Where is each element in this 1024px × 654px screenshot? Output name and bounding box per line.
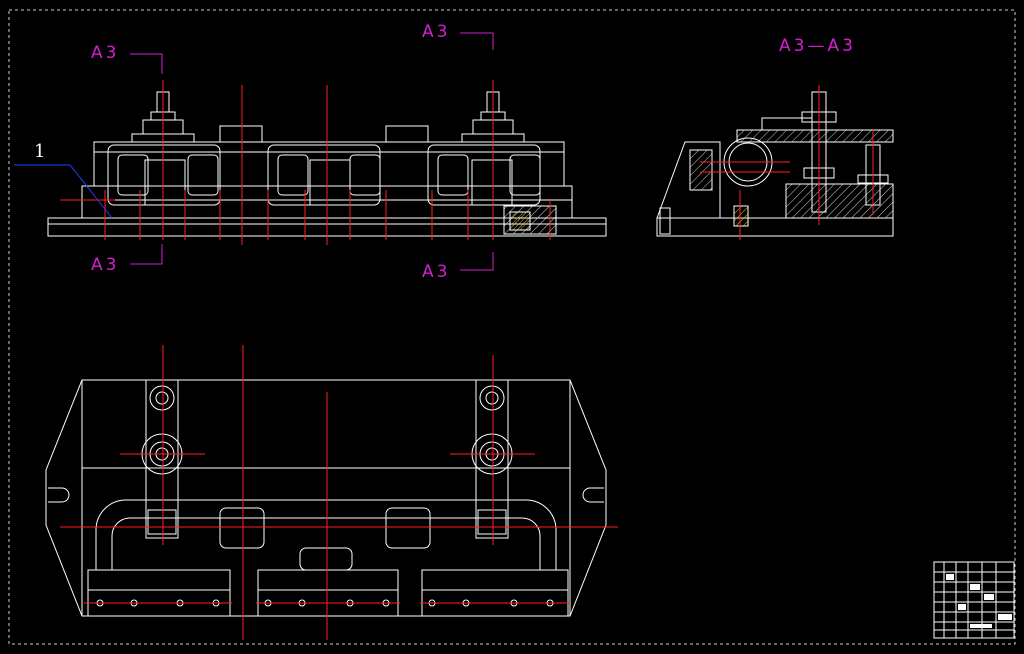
- section-title: A3—A3: [779, 36, 856, 56]
- front-view: [47, 80, 607, 245]
- section-marker-top-center: A3: [422, 22, 494, 50]
- section-marker-top-left: A3: [91, 43, 163, 74]
- plan-view: [45, 345, 618, 640]
- drawing-border: [8, 9, 1016, 645]
- title-block: [933, 561, 1015, 639]
- section-label: A3: [422, 22, 450, 42]
- part-callout: 1: [14, 141, 113, 219]
- section-label: A3: [422, 262, 450, 282]
- section-marker-bottom-left: A3: [91, 244, 163, 275]
- section-label: A3: [91, 255, 119, 275]
- part-number: 1: [34, 141, 45, 162]
- section-label: A3: [91, 43, 119, 63]
- section-marker-bottom-center: A3: [422, 252, 494, 282]
- side-section-view: A3—A3: [656, 36, 894, 240]
